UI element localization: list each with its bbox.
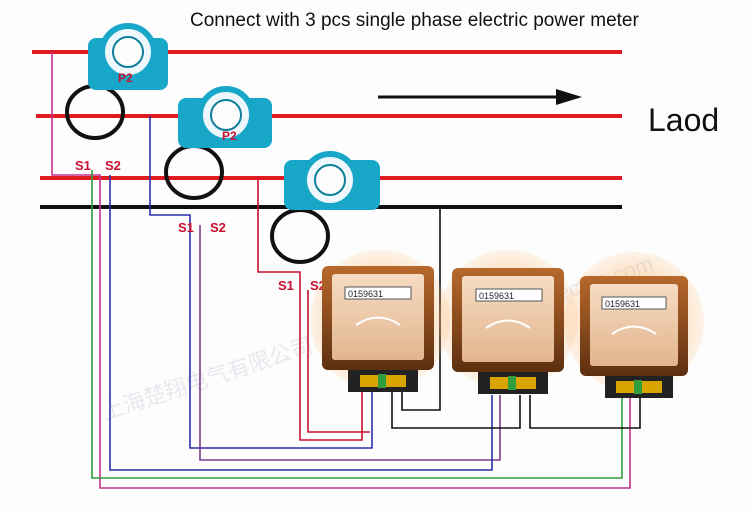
wire-neutral-3: [529, 395, 641, 429]
power-meter-3: 0159631: [564, 252, 704, 398]
voltage-wires: [51, 52, 641, 489]
wire-neutral-2: [391, 392, 521, 429]
wire-blue-2: [109, 175, 493, 471]
meter2-display: 0159631: [479, 291, 514, 301]
ct2-s1-label: S1: [178, 220, 194, 235]
load-arrow: [378, 89, 582, 105]
current-transformer-1: P2 S1 S2: [65, 23, 168, 173]
ct3-s1-label: S1: [278, 278, 294, 293]
power-meter-1: 0159631: [310, 250, 450, 392]
wire-green: [91, 170, 623, 479]
meter1-display: 0159631: [348, 289, 383, 299]
ct1-p2-label: P2: [118, 71, 133, 85]
watermark-text-cn: 上海楚翔电气有限公司: [99, 333, 316, 425]
current-transformer-3: S1 S2: [270, 151, 380, 293]
diagram-title: Connect with 3 pcs single phase electric…: [190, 10, 639, 31]
meter3-display: 0159631: [605, 299, 640, 309]
wire-line1-tap: [51, 52, 631, 489]
ct2-s2-label: S2: [210, 220, 226, 235]
power-meter-2: 0159631: [438, 250, 578, 394]
wire-line2-tap: [149, 116, 373, 449]
ct1-s2-label: S2: [105, 158, 121, 173]
ct2-p2-label: P2: [222, 129, 237, 143]
ct1-s1-label: S1: [75, 158, 91, 173]
load-label: Laod: [648, 102, 720, 138]
wire-red-2: [307, 290, 370, 433]
current-transformer-2: P2 S1 S2: [164, 86, 272, 235]
